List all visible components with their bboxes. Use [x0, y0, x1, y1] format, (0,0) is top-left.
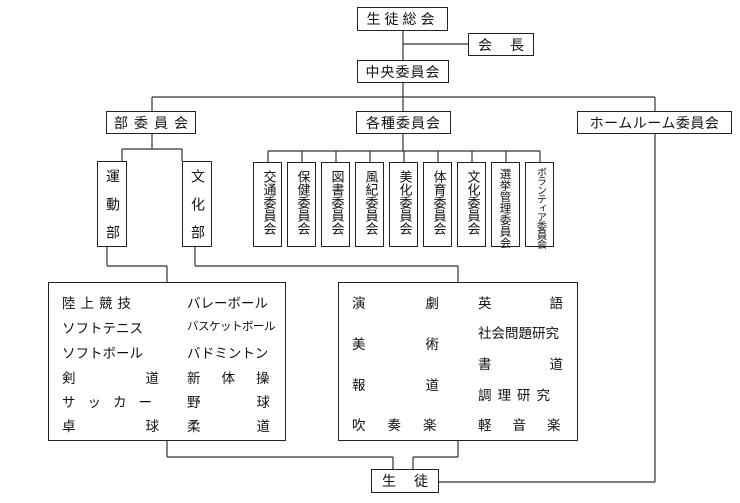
list-item: ソフトボール — [62, 346, 143, 362]
sports-club-box: 運動部 — [97, 161, 127, 253]
students-box: 生徒 — [371, 469, 439, 493]
students-label: 生徒 — [382, 474, 446, 490]
committee-label: 美化委員会 — [396, 170, 412, 235]
list-item: 演劇 — [352, 296, 499, 312]
list-item: バレーボール — [187, 296, 268, 312]
sports-club-list — [48, 282, 286, 441]
committee-culture: 文化委員会 — [457, 162, 486, 247]
culture-club-list — [338, 282, 578, 441]
list-item: 卓球 — [62, 419, 229, 435]
committee-discipline: 風紀委員会 — [355, 162, 384, 247]
committee-election: 選挙管理委員会 — [491, 162, 520, 249]
culture-club-label: 文化部 — [189, 169, 205, 253]
list-item: 書道 — [478, 357, 621, 373]
club-committee-label: 部委員会 — [114, 115, 194, 132]
committee-volunteer: ボランティア委員会 — [525, 162, 554, 248]
committee-beautification: 美化委員会 — [389, 162, 418, 247]
committee-health: 保健委員会 — [287, 162, 316, 247]
list-item: 陸上競技 — [62, 296, 136, 312]
list-item: バスケットボール — [187, 319, 276, 333]
list-item: 軽音楽 — [478, 418, 582, 434]
culture-club-box: 文化部 — [182, 161, 212, 253]
committee-label: 選挙管理委員会 — [498, 168, 513, 249]
list-item: 吹奏楽 — [352, 418, 459, 434]
committee-physical-education: 体育委員会 — [423, 162, 452, 247]
list-item: 野球 — [187, 395, 326, 411]
committee-library: 図書委員会 — [321, 162, 350, 247]
list-item: 調理研究 — [478, 388, 556, 404]
committee-label: 保健委員会 — [294, 170, 310, 235]
sports-club-label: 運動部 — [104, 169, 120, 253]
committee-label: 交通委員会 — [260, 170, 276, 235]
list-item: 美術 — [352, 337, 499, 353]
list-item: 新体操 — [187, 371, 291, 387]
list-item: ソフトテニス — [62, 321, 143, 337]
central-committee-label: 中央委員会 — [365, 64, 441, 81]
general-assembly-box: 生徒総会 — [357, 7, 448, 31]
homeroom-committee-box: ホームルーム委員会 — [577, 111, 732, 134]
list-item: サッカー — [62, 395, 164, 411]
list-item: バドミントン — [187, 346, 269, 362]
committee-traffic: 交通委員会 — [253, 162, 282, 247]
list-item: 社会問題研究 — [478, 326, 559, 342]
list-item: 柔道 — [187, 419, 326, 435]
committee-label: ボランティア委員会 — [534, 167, 546, 248]
general-assembly-label: 生徒総会 — [366, 12, 439, 28]
committee-label: 風紀委員会 — [362, 170, 378, 235]
committee-label: 図書委員会 — [328, 170, 344, 235]
various-committees-label: 各種委員会 — [366, 115, 441, 132]
club-committee-box: 部委員会 — [106, 111, 196, 134]
committee-label: 文化委員会 — [464, 170, 480, 235]
list-item: 報道 — [352, 378, 499, 394]
list-item: 英語 — [478, 296, 621, 312]
homeroom-committee-label: ホームルーム委員会 — [589, 115, 720, 132]
central-committee-box: 中央委員会 — [357, 60, 449, 83]
various-committees-box: 各種委員会 — [356, 111, 451, 134]
committee-label: 体育委員会 — [430, 170, 446, 235]
list-item: 剣道 — [62, 371, 229, 387]
president-label: 会長 — [478, 37, 542, 54]
president-box: 会長 — [468, 33, 534, 56]
